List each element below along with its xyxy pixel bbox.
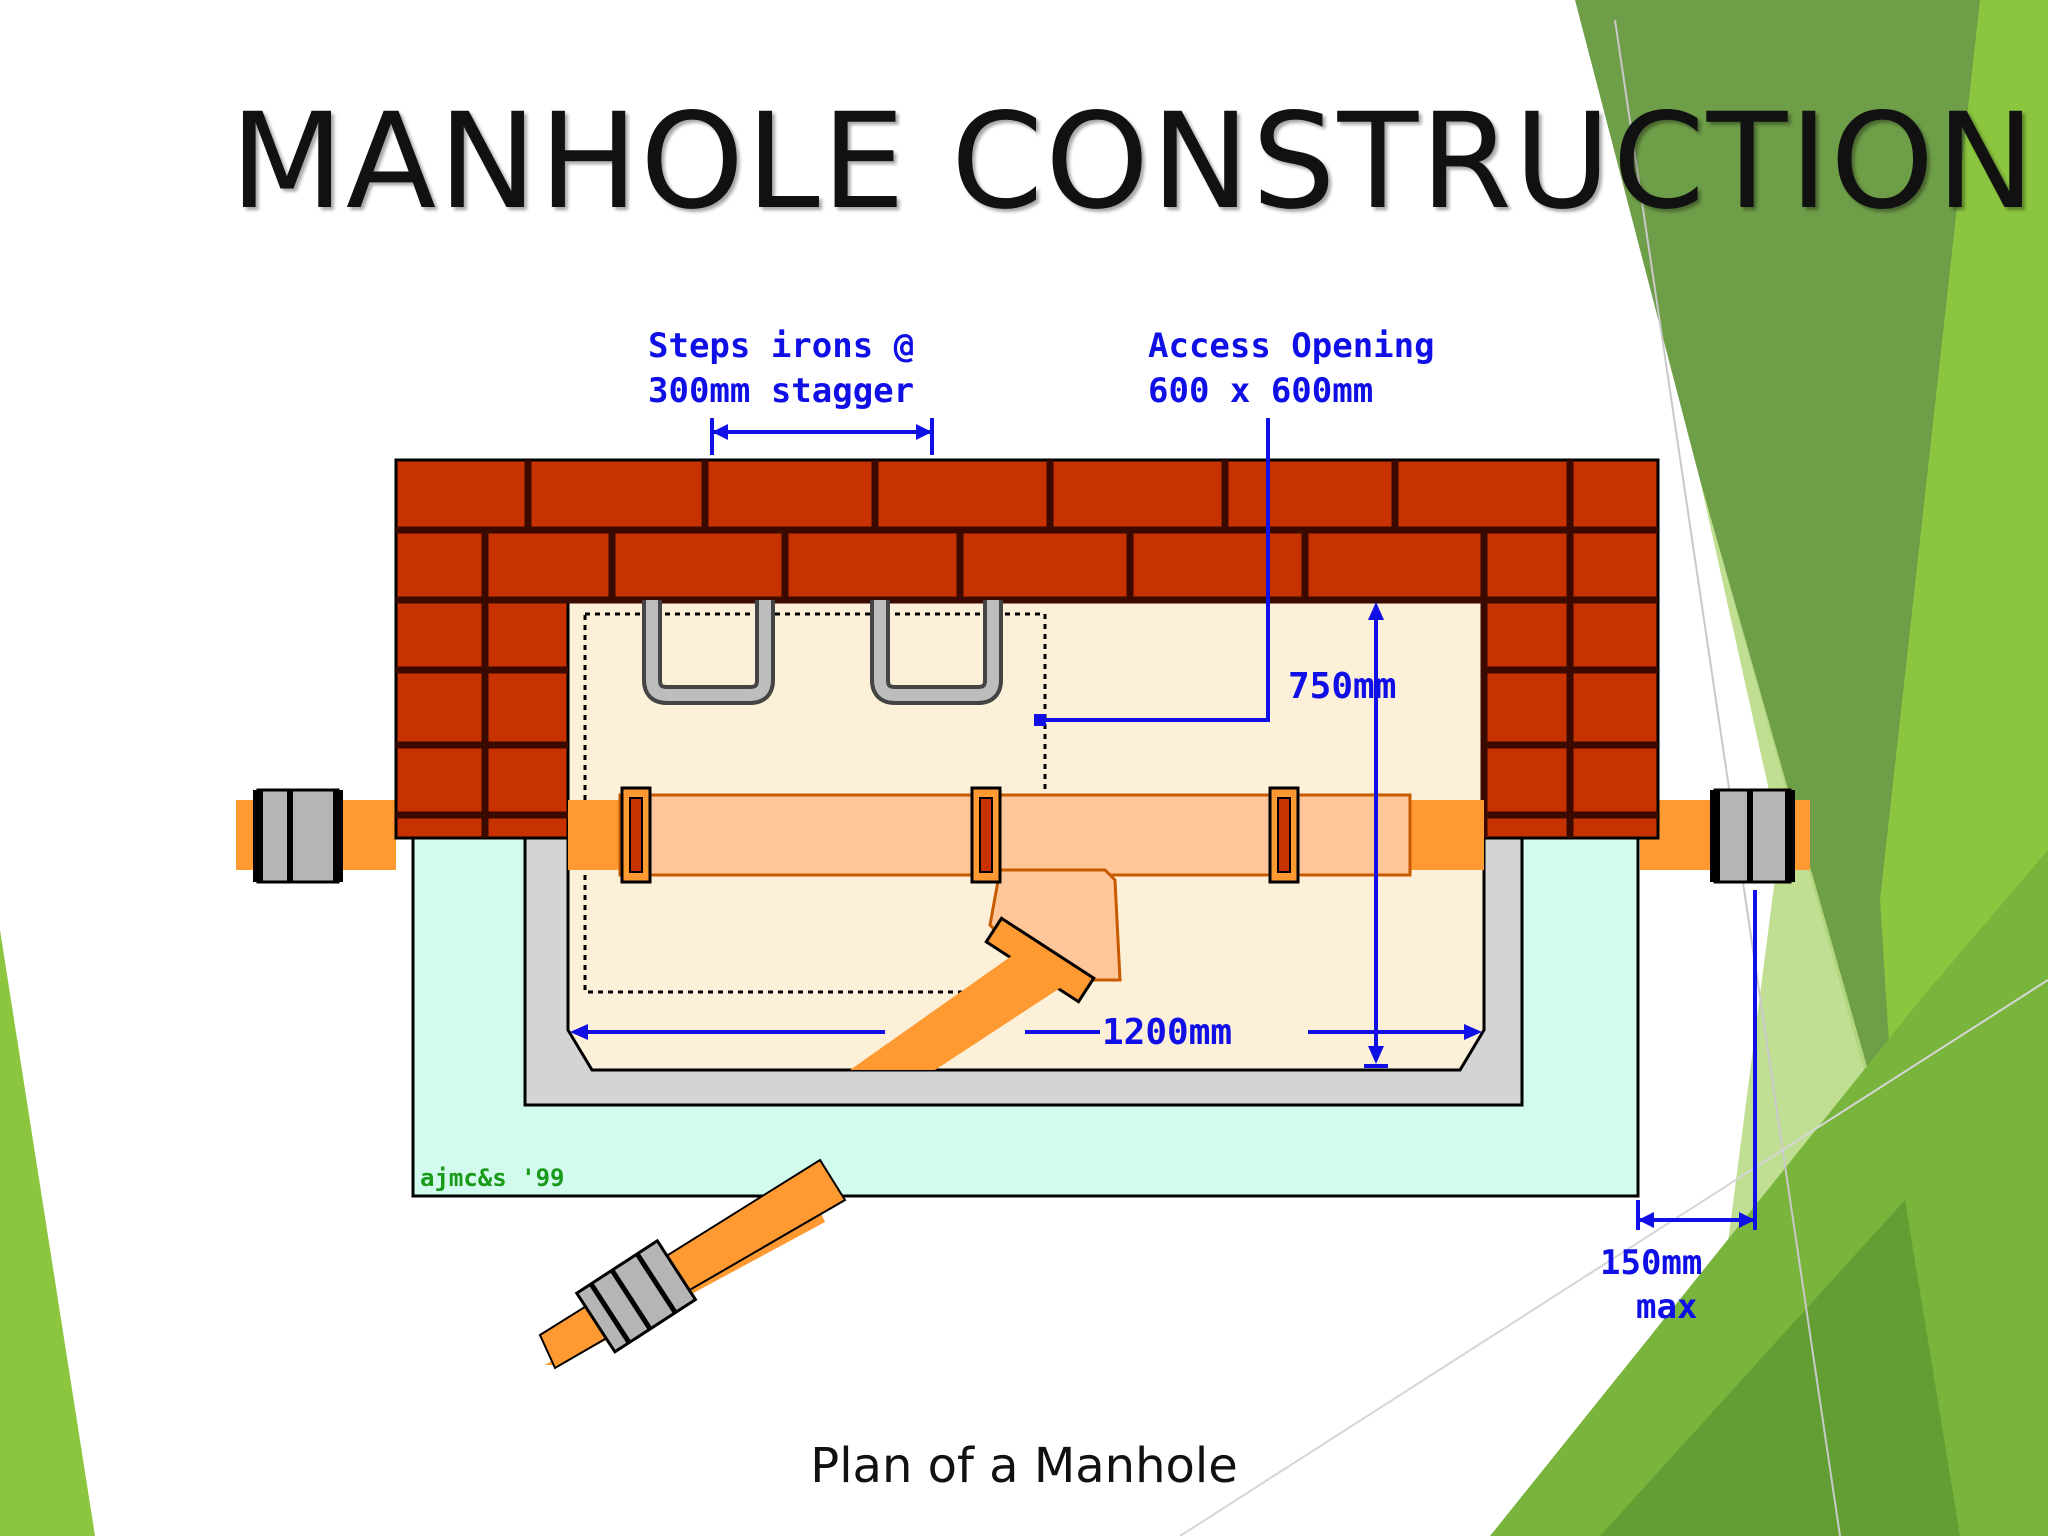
access-opening-outline (583, 612, 1047, 994)
slide-title: MANHOLE CONSTRUCTION (230, 85, 2037, 239)
depth-dimension-label: 750mm (1288, 666, 1396, 707)
thin-line-1 (1614, 19, 1841, 1536)
main-channel (568, 786, 1484, 1070)
access-opening-label-line2: 600 x 600mm (1148, 371, 1373, 411)
steps-irons-label-line2: 300mm stagger (648, 371, 914, 411)
slide-caption: Plan of a Manhole (810, 1438, 1238, 1494)
signature-label: ajmc&s '99 (420, 1164, 565, 1192)
right-pipe-coupling (1710, 788, 1795, 884)
brick-mortar (396, 460, 1658, 838)
outlet-pipe (538, 1158, 847, 1370)
right-mid-green-accent (1600, 1200, 1960, 1536)
clearance-label-line2: max (1636, 1287, 1697, 1327)
outlet-pipe-collar (574, 1238, 698, 1354)
steps-irons-label-line1: Steps irons @ (648, 326, 914, 366)
width-dimension-label: 1200mm (1102, 1012, 1232, 1053)
left-green-accent (0, 930, 95, 1536)
left-pipe-coupling (253, 788, 343, 884)
access-opening-label-line1: Access Opening (1148, 326, 1435, 366)
thin-line-2 (1179, 979, 2048, 1536)
clearance-label-line1: 150mm (1600, 1243, 1702, 1283)
dimension-lines (570, 418, 1757, 1230)
